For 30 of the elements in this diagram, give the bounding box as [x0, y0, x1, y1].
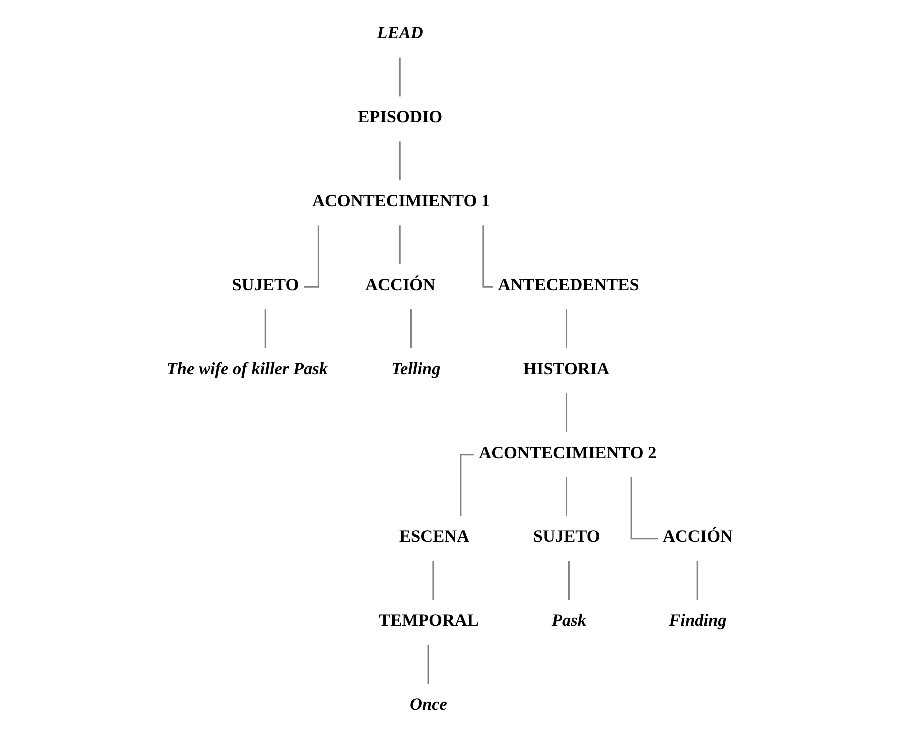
connector [432, 561, 434, 600]
connector [566, 477, 568, 516]
node-text: ANTECEDENTES [498, 275, 640, 294]
node-text: EPISODIO [358, 108, 443, 127]
connector [410, 310, 412, 348]
node-text: ACCIÓN [663, 527, 734, 546]
node-text: TEMPORAL [379, 611, 479, 630]
node-text: LEAD [377, 24, 424, 43]
node-text: SUJETO [533, 527, 600, 546]
node-text: The wife of killer Pask [166, 359, 328, 378]
connector [696, 561, 698, 600]
node-text: ACONTECIMIENTO 1 [312, 191, 490, 210]
node-text: ACCIÓN [366, 275, 436, 294]
node-text: HISTORIA [524, 359, 610, 378]
node-text: SUJETO [232, 275, 300, 294]
node-text: ACONTECIMIENTO 2 [479, 443, 657, 462]
connector [568, 561, 570, 600]
connector [566, 310, 568, 348]
node-text: Finding [669, 611, 727, 630]
connector [428, 645, 430, 684]
node-text: Once [410, 695, 448, 714]
connector [399, 142, 401, 181]
node-text: ESCENA [400, 527, 470, 546]
connector [399, 58, 401, 97]
connector [264, 310, 266, 348]
node-text: Telling [391, 359, 441, 378]
connector [566, 393, 568, 432]
node-text: Pask [552, 611, 586, 630]
connector [399, 226, 401, 265]
connector [630, 477, 658, 540]
